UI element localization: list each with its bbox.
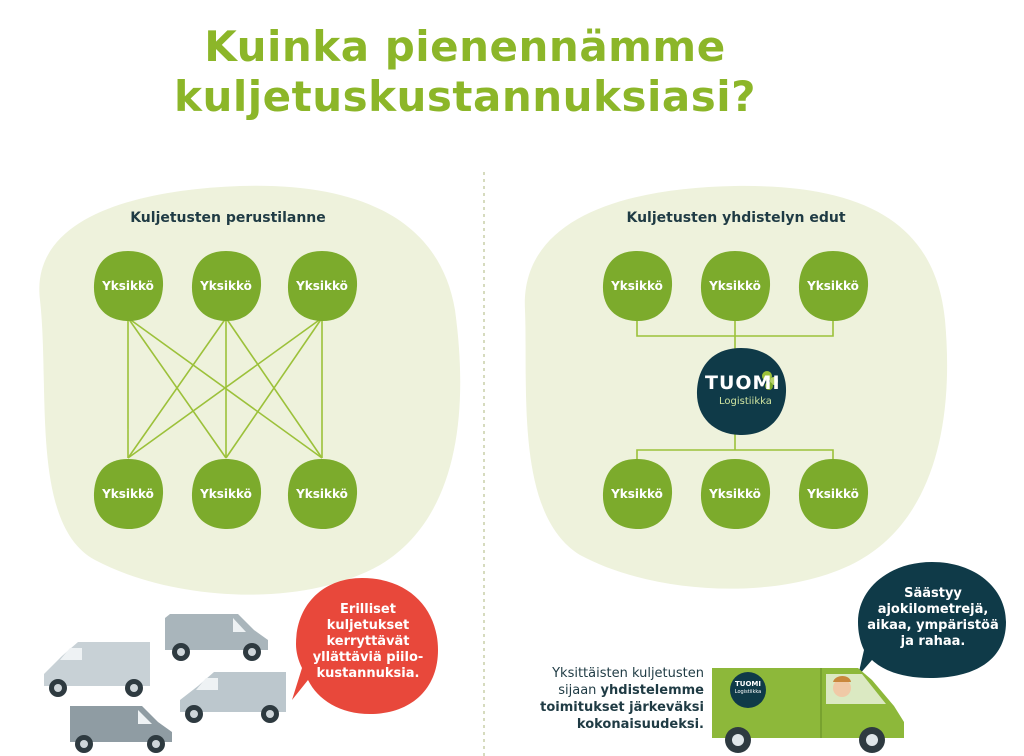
- red-speech-bubble: [292, 578, 438, 714]
- grey-van-2: [44, 642, 150, 697]
- left-bottom-node-2: Yksikkö: [188, 456, 264, 532]
- title-line-1: Kuinka pienennämme: [204, 22, 726, 71]
- right-bottom-node-3: Yksikkö: [795, 456, 871, 532]
- clover-icon: [762, 371, 778, 390]
- right-bottom-node-1: Yksikkö: [599, 456, 675, 532]
- tuomi-hub: TUOMI Logistiikka: [693, 346, 789, 438]
- grey-van-4: [70, 706, 172, 753]
- left-panel-heading: Kuljetusten perustilanne: [130, 210, 326, 226]
- right-panel-heading: Kuljetusten yhdistelyn edut: [626, 210, 846, 226]
- green-van: [712, 668, 904, 753]
- left-bottom-node-3: Yksikkö: [284, 456, 360, 532]
- left-top-node-2: Yksikkö: [188, 248, 264, 324]
- left-bottom-node-1: Yksikkö: [90, 456, 166, 532]
- hub-brand: TUOMI: [705, 372, 781, 394]
- bottom-caption: Yksittäisten kuljetusten sijaan yhdistel…: [540, 666, 704, 732]
- navy-bubble-text: Säästyy ajokilometrejä, aikaa, ympäristö…: [867, 586, 999, 649]
- left-top-node-3: Yksikkö: [284, 248, 360, 324]
- page-title: Kuinka pienennämme kuljetuskustannuksias…: [0, 22, 930, 122]
- right-top-node-1: Yksikkö: [599, 248, 675, 324]
- left-connectors: [127, 317, 323, 459]
- left-top-node-1: Yksikkö: [90, 248, 166, 324]
- van-logo: TUOMI Logistiikka: [734, 680, 762, 695]
- hub-sub: Logistiikka: [719, 396, 772, 407]
- grey-van-1: [165, 614, 268, 661]
- right-top-node-3: Yksikkö: [795, 248, 871, 324]
- right-bottom-node-2: Yksikkö: [697, 456, 773, 532]
- right-top-node-2: Yksikkö: [697, 248, 773, 324]
- right-connectors: [636, 318, 834, 466]
- navy-speech-bubble: [858, 562, 1006, 678]
- title-line-2: kuljetuskustannuksiasi?: [174, 72, 756, 121]
- grey-van-3: [180, 672, 286, 723]
- red-bubble-text: Erilliset kuljetukset kerryttävät yllätt…: [312, 602, 424, 681]
